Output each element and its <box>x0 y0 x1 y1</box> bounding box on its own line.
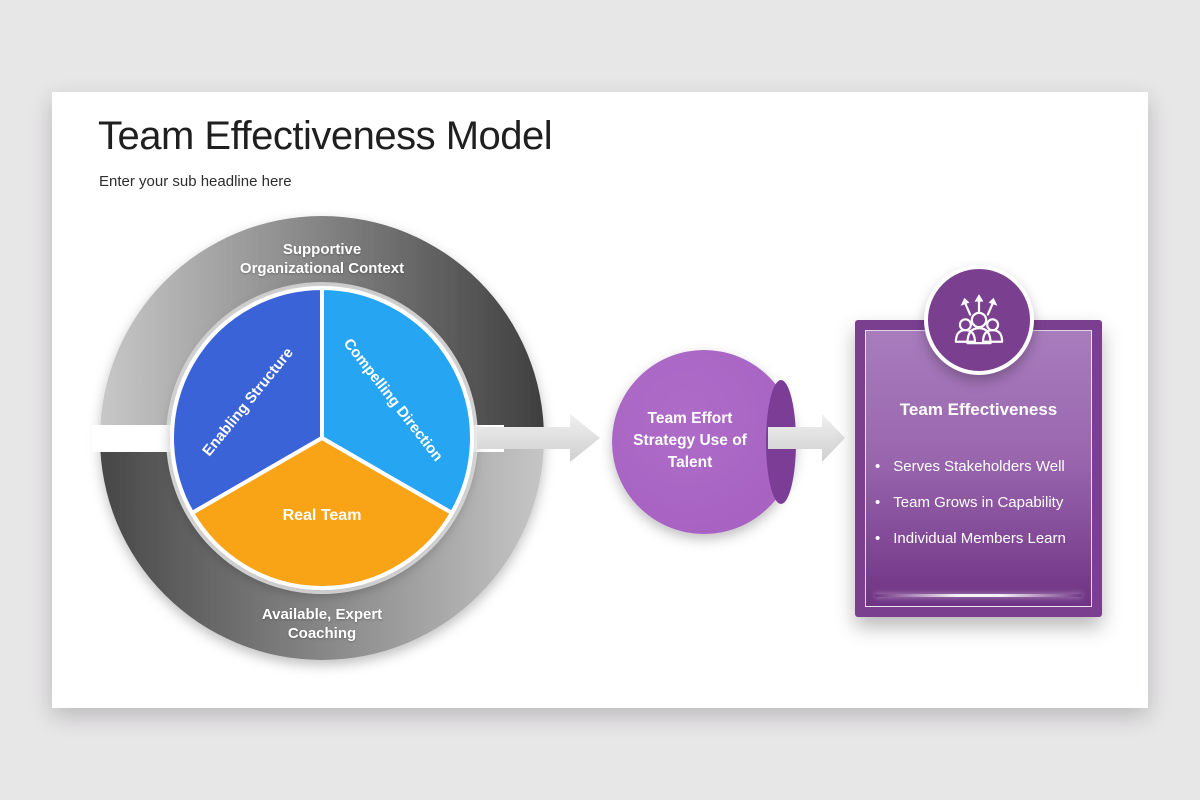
process-circle-label-line1: Team Effort <box>647 410 733 427</box>
result-panel-title: Team Effectiveness <box>899 400 1058 419</box>
ring-bottom-label-line2: Coaching <box>287 625 357 642</box>
arrow-ring-to-circle-icon <box>477 414 600 462</box>
process-circle <box>612 350 796 534</box>
result-panel-bullet-list: • Serves Stakeholders Well • Team Grows … <box>855 458 1102 566</box>
bullet-dot-icon: • <box>875 494 881 511</box>
bullet-text: Team Grows in Capability <box>893 494 1064 511</box>
ring-bottom-label: Available, Expert Coaching <box>172 605 472 643</box>
bullet-text: Serves Stakeholders Well <box>893 458 1065 475</box>
bullet-dot-icon: • <box>875 458 881 475</box>
page-title: Team Effectiveness Model <box>98 114 553 158</box>
ring-bottom-half <box>100 438 544 660</box>
ring-bottom-label-line1: Available, Expert <box>261 606 383 623</box>
ring-top-half <box>100 216 544 438</box>
process-circle-label-line3: Talent <box>667 454 713 471</box>
diagram-canvas <box>92 216 845 660</box>
bullet-dot-icon: • <box>875 530 881 547</box>
pie-segment-compelling-direction <box>320 286 474 515</box>
team-growth-icon <box>954 294 1003 345</box>
ring-top-label-line1: Supportive <box>282 241 362 258</box>
slide-canvas: Team Effectiveness Model Enter your sub … <box>52 92 1148 708</box>
pie-segment-real-team <box>190 436 454 590</box>
pie-label-real-team: Real Team <box>282 507 362 524</box>
process-circle-label: Team Effort Strategy Use of Talent <box>605 408 775 474</box>
panel-glow-divider <box>874 594 1083 597</box>
result-panel: Team Effectiveness • Serves Stakeholders… <box>855 265 1102 617</box>
result-panel-inner <box>865 330 1092 607</box>
arrow-circle-to-panel-icon <box>768 414 845 462</box>
page-subtitle: Enter your sub headline here <box>99 173 292 190</box>
ring-top-label: Supportive Organizational Context <box>172 240 472 278</box>
pie-segment-enabling-structure <box>170 286 324 515</box>
list-item: • Team Grows in Capability <box>855 494 1102 512</box>
list-item: • Serves Stakeholders Well <box>855 458 1102 476</box>
ring-top-label-line2: Organizational Context <box>239 260 405 277</box>
team-growth-icon-badge <box>923 265 1034 375</box>
list-item: • Individual Members Learn <box>855 530 1102 548</box>
bullet-text: Individual Members Learn <box>893 530 1066 547</box>
process-circle-label-line2: Strategy Use of <box>633 432 747 449</box>
